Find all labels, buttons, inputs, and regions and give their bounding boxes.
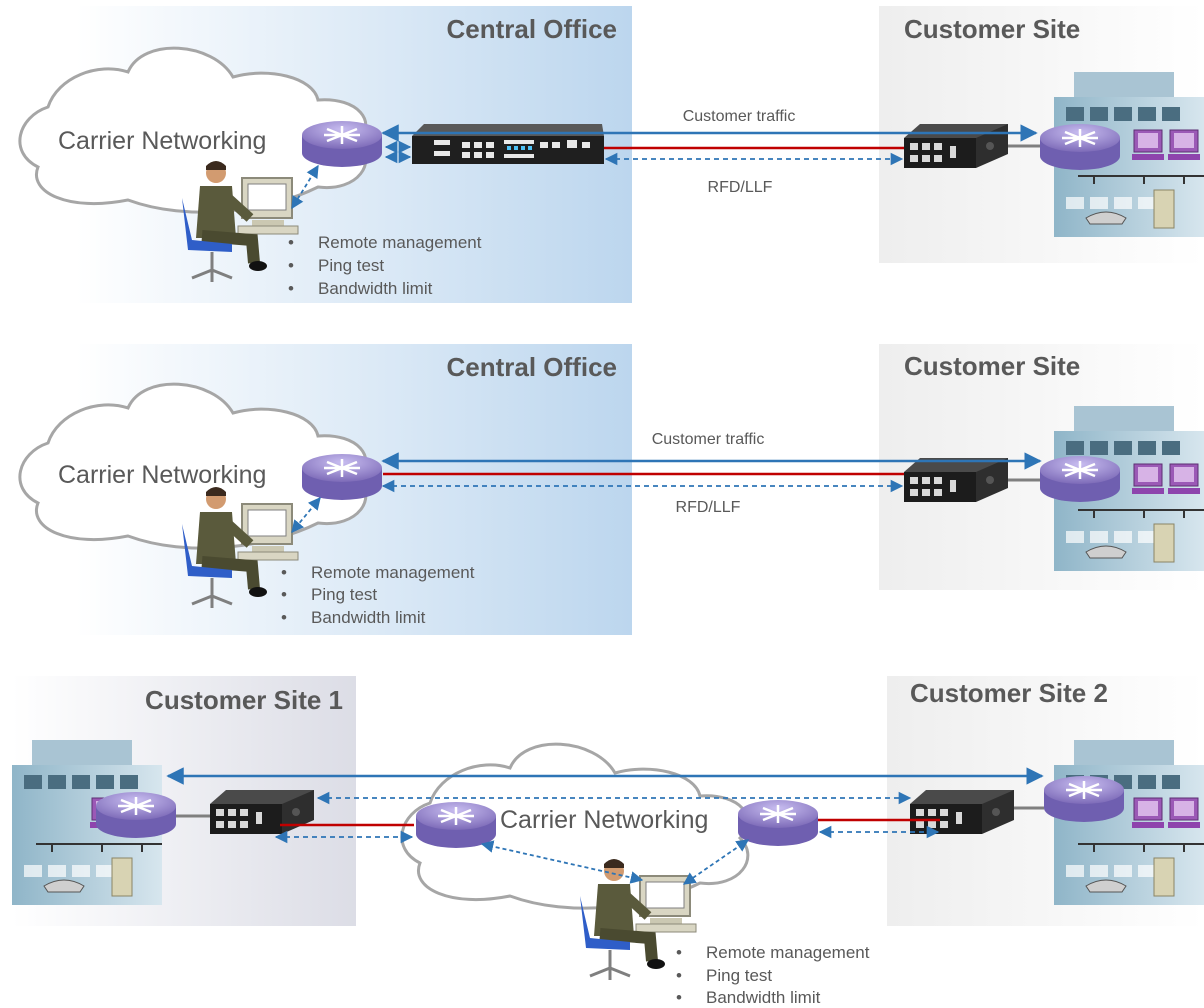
router-icon bbox=[1042, 774, 1126, 824]
feature-item: Remote management bbox=[311, 563, 475, 582]
bullet-icon: • bbox=[676, 943, 682, 962]
feature-list: • Remote management • Ping test • Bandwi… bbox=[288, 233, 482, 298]
router-icon bbox=[1038, 122, 1122, 172]
router-icon bbox=[300, 452, 384, 502]
operator-link bbox=[291, 497, 321, 533]
operator-link bbox=[480, 840, 644, 884]
customer-traffic-label: Customer traffic bbox=[652, 431, 765, 448]
feature-item: Ping test bbox=[311, 585, 377, 604]
feature-list: • Remote management • Ping test • Bandwi… bbox=[676, 943, 870, 1007]
router-icon bbox=[414, 800, 498, 850]
central-office-title: Central Office bbox=[447, 14, 618, 44]
panel-3: Customer Site 1 Customer Site 2 Carrier … bbox=[11, 676, 1204, 1007]
feature-item: Bandwidth limit bbox=[311, 608, 426, 627]
bullet-icon: • bbox=[288, 279, 294, 298]
router-icon bbox=[300, 119, 384, 169]
site-2-title: Customer Site 2 bbox=[910, 678, 1108, 708]
bullet-icon: • bbox=[281, 608, 287, 627]
customer-traffic-label: Customer traffic bbox=[683, 108, 796, 125]
feature-item: Bandwidth limit bbox=[706, 988, 821, 1007]
feature-item: Bandwidth limit bbox=[318, 279, 433, 298]
feature-list: • Remote management • Ping test • Bandwi… bbox=[281, 563, 475, 627]
operator-link bbox=[682, 839, 750, 885]
feature-item: Ping test bbox=[706, 966, 772, 985]
rfd-llf-label: RFD/LLF bbox=[708, 179, 773, 196]
feature-item: Remote management bbox=[706, 943, 870, 962]
cloud-label: Carrier Networking bbox=[58, 127, 266, 155]
cloud-label: Carrier Networking bbox=[58, 461, 266, 489]
router-icon bbox=[736, 798, 820, 848]
bullet-icon: • bbox=[281, 585, 287, 604]
panel-1: Central Office Customer Site Carrier Net… bbox=[18, 6, 1204, 303]
site-1-title: Customer Site 1 bbox=[145, 685, 343, 715]
feature-item: Ping test bbox=[318, 256, 384, 275]
customer-site-title: Customer Site bbox=[904, 14, 1080, 44]
rfd-llf-label: RFD/LLF bbox=[676, 499, 741, 516]
central-office-title: Central Office bbox=[447, 352, 618, 382]
bullet-icon: • bbox=[281, 563, 287, 582]
router-icon bbox=[94, 790, 178, 840]
bullet-icon: • bbox=[288, 233, 294, 252]
customer-site-title: Customer Site bbox=[904, 351, 1080, 381]
operator-link bbox=[291, 164, 319, 210]
bullet-icon: • bbox=[676, 988, 682, 1007]
feature-item: Remote management bbox=[318, 233, 482, 252]
panel-2: Central Office Customer Site Carrier Net… bbox=[18, 344, 1204, 635]
bullet-icon: • bbox=[676, 966, 682, 985]
bullet-icon: • bbox=[288, 256, 294, 275]
chassis-icon bbox=[412, 124, 604, 164]
cloud-label: Carrier Networking bbox=[500, 806, 708, 834]
router-icon bbox=[1038, 454, 1122, 504]
